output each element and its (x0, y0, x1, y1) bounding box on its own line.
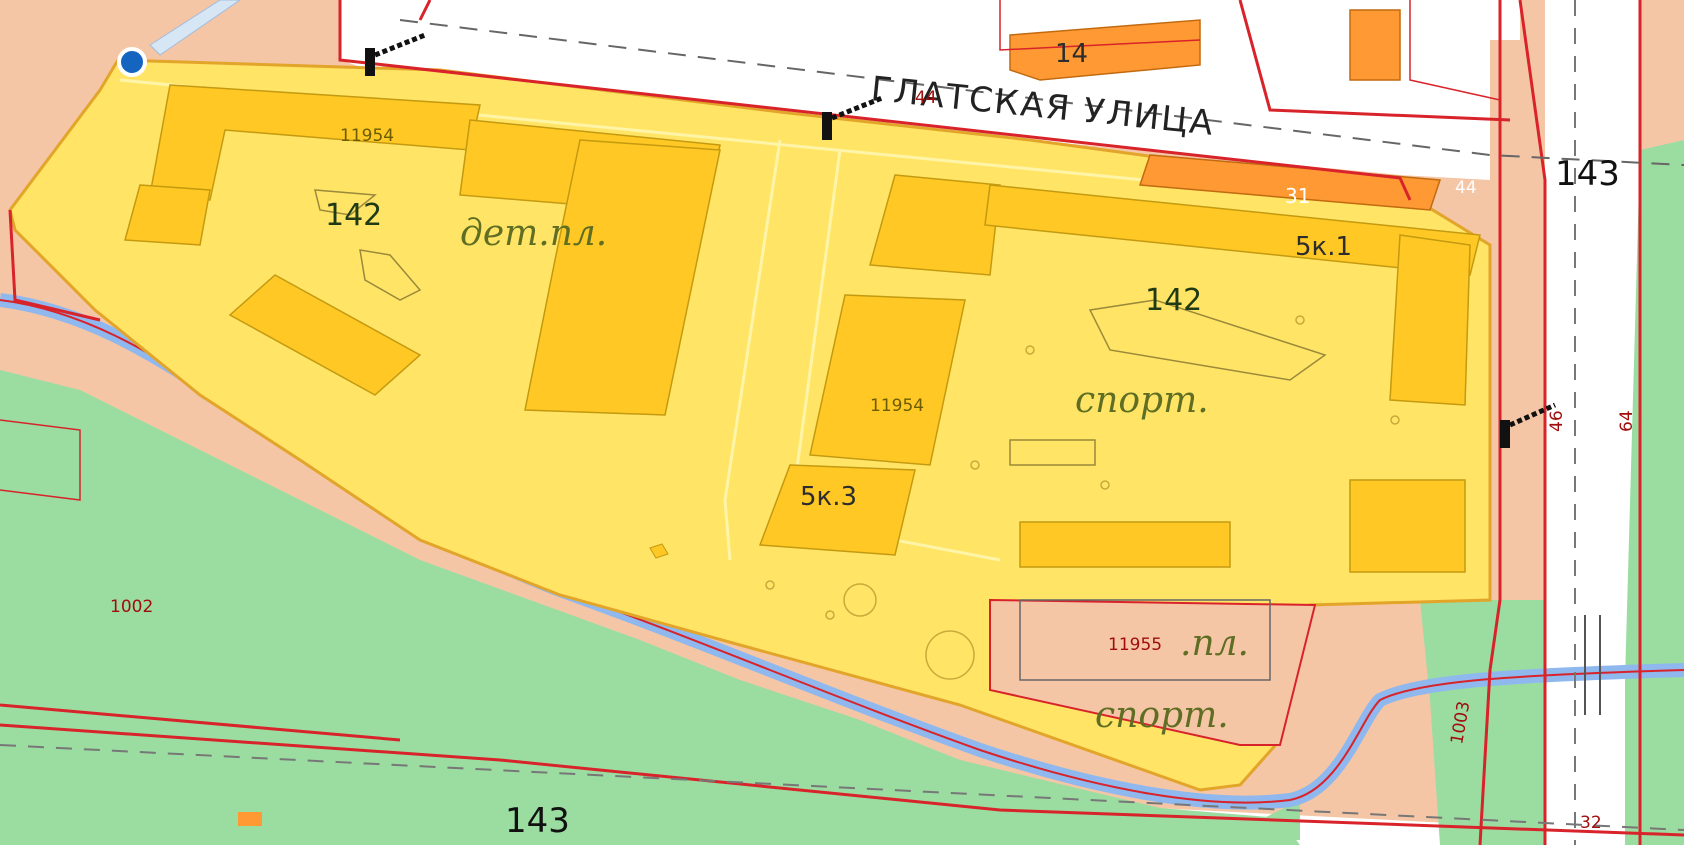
barrier-icon[interactable] (1500, 402, 1557, 448)
playground-label: .пл. (1180, 623, 1249, 664)
house-number-14: 14 (1055, 39, 1088, 69)
outline-structure (314, 189, 377, 216)
sport-ground-frame (1019, 599, 1271, 681)
park-area-2 (0, 370, 1300, 845)
building (228, 274, 422, 396)
road-centerline-south (0, 744, 1684, 831)
parcel-label-46: 46 (1547, 410, 1567, 432)
sport-label-2: спорт. (1095, 695, 1229, 736)
barrier-icon[interactable] (365, 32, 426, 76)
road-east (1545, 0, 1640, 845)
marker-small (649, 543, 669, 559)
building (869, 174, 1001, 276)
sport-label-1: спорт. (1075, 380, 1209, 421)
building (124, 184, 211, 246)
block-number-right: 142 (1145, 283, 1202, 318)
park-southeast (1420, 600, 1545, 845)
building (984, 184, 1481, 276)
outline-structure (1009, 439, 1096, 466)
building (809, 294, 966, 466)
cadastral-label-south: 11955 (1108, 635, 1162, 655)
road-number-bottom: 143 (505, 801, 570, 841)
building-orange (1349, 9, 1401, 81)
sport-ground (989, 598, 1317, 746)
house-number-5k1: 5к.1 (1295, 232, 1352, 262)
block-number-left: 142 (325, 198, 382, 233)
buildings (124, 9, 1481, 573)
parcel-label-44b: 44 (1455, 178, 1477, 198)
path-line (723, 139, 782, 561)
cadastral-label-center: 11954 (870, 396, 924, 416)
kids-playground-label: дет.пл. (460, 213, 607, 254)
street-centerline (399, 19, 1684, 166)
building (524, 139, 721, 416)
cadastral-label-north: 11954 (340, 126, 394, 146)
road-number-right: 143 (1555, 154, 1620, 194)
building (1349, 479, 1466, 573)
building (758, 464, 916, 556)
outline-structure (359, 249, 422, 301)
marker-small (238, 812, 262, 826)
parcel-boundaries-thin (0, 0, 1501, 501)
building (1019, 521, 1231, 568)
bridge-icon (1584, 615, 1601, 715)
location-marker-icon[interactable] (117, 0, 241, 77)
house-number-5k3: 5к.3 (800, 482, 857, 512)
parcel-label-32: 32 (1580, 813, 1602, 833)
parcel-label-1002: 1002 (110, 597, 153, 617)
parcel-label-44a: 44 (915, 88, 937, 108)
house-number-31: 31 (1285, 184, 1310, 208)
outline-structure (1088, 299, 1327, 381)
markers (765, 315, 1400, 680)
parcel-label-64: 64 (1617, 410, 1637, 432)
building (1389, 234, 1471, 406)
street-north-band (340, 0, 1520, 180)
barrier-icon[interactable] (822, 95, 883, 140)
building-orange (1009, 19, 1201, 81)
